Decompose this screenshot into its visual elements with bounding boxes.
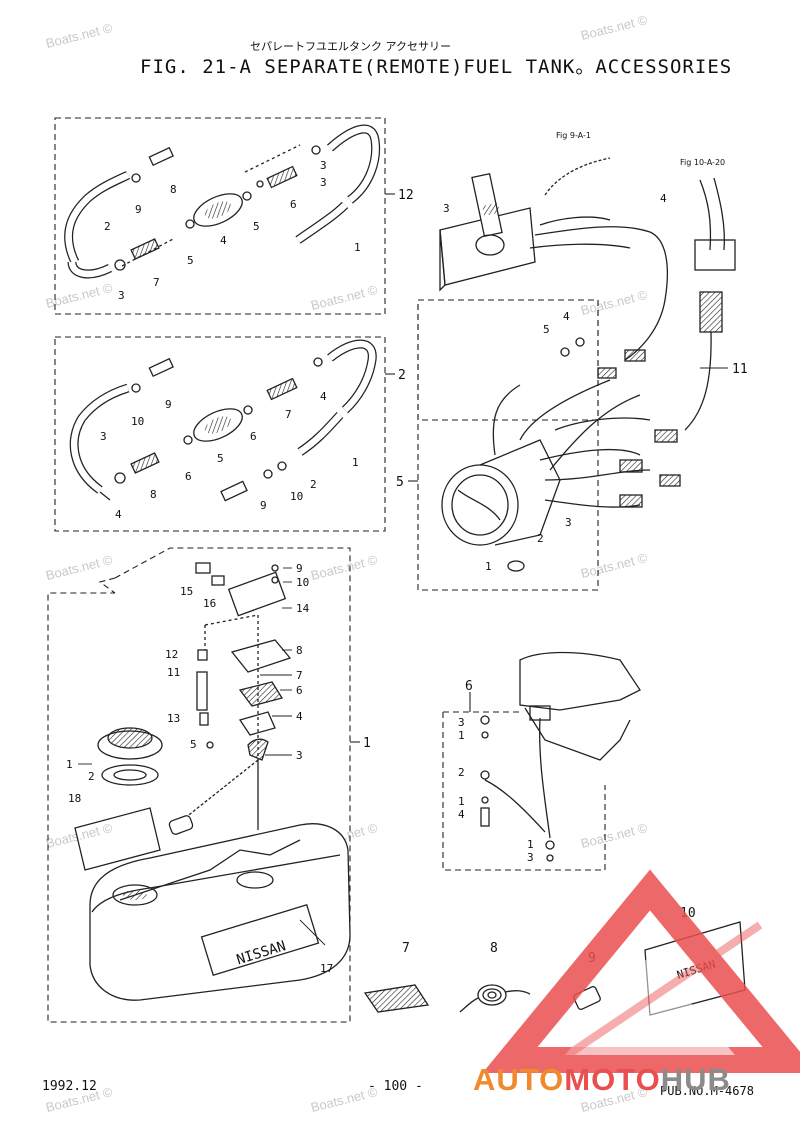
label: 17 <box>320 962 333 975</box>
automotohub-logo <box>482 869 800 1073</box>
group-label-12: 12 <box>398 188 414 203</box>
label: 9 <box>135 203 142 216</box>
label: 3 <box>443 202 450 215</box>
group-box-5 <box>417 299 599 591</box>
label: 1 <box>485 560 492 573</box>
label: 4 <box>320 390 327 403</box>
fig-9-reference: Fig 9-A-1 <box>556 131 591 140</box>
label: 1 <box>352 456 359 469</box>
label: 5 <box>543 323 550 336</box>
label: 3 <box>118 289 125 302</box>
label: 1 <box>354 241 361 254</box>
footer-page-number: - 100 - <box>368 1079 423 1094</box>
label: 3 <box>527 851 534 864</box>
label: 7 <box>153 276 160 289</box>
label: 5 <box>217 452 224 465</box>
group-box-2 <box>54 336 386 532</box>
label: 5 <box>253 220 260 233</box>
label: 4 <box>458 808 465 821</box>
group-box-1 <box>47 547 351 1023</box>
group-label-5: 5 <box>396 475 404 490</box>
group-box-12 <box>54 117 386 315</box>
label: 8 <box>296 644 303 657</box>
label: 12 <box>165 648 178 661</box>
label: 2 <box>310 478 317 491</box>
brand-auto: AUTO <box>473 1062 565 1097</box>
label: 15 <box>180 585 193 598</box>
label: 3 <box>565 516 572 529</box>
group-label-1: 1 <box>363 736 371 751</box>
label: 5 <box>187 254 194 267</box>
label: 2 <box>88 770 95 783</box>
fuel-line-assembly-2 <box>69 339 377 502</box>
label: 3 <box>296 749 303 762</box>
group-label-8: 8 <box>490 941 498 956</box>
label: 18 <box>68 792 81 805</box>
label: 6 <box>296 684 303 697</box>
label: 11 <box>167 666 180 679</box>
label: 10 <box>131 415 144 428</box>
label: 13 <box>167 712 180 725</box>
label: 3 <box>100 430 107 443</box>
japanese-title: セパレートフユエルタンク アクセサリー <box>250 40 451 53</box>
fuel-line-assembly-12 <box>64 124 381 279</box>
label: 10 <box>296 576 309 589</box>
remote-control-box <box>439 157 736 431</box>
label: 9 <box>296 562 303 575</box>
label: 7 <box>285 408 292 421</box>
label: 8 <box>170 183 177 196</box>
label: 1 <box>458 729 465 742</box>
label: 7 <box>296 669 303 682</box>
label: 3 <box>458 716 465 729</box>
label: 4 <box>563 310 570 323</box>
label: 2 <box>104 220 111 233</box>
brand-wordmark: AUTOMOTOHUB <box>473 1062 731 1098</box>
brand-hub: HUB <box>660 1062 731 1097</box>
label: 2 <box>537 532 544 545</box>
fig-10-reference: Fig 10-A-20 <box>680 158 726 167</box>
label: 6 <box>185 470 192 483</box>
label: 14 <box>296 602 310 615</box>
label: 4 <box>220 234 227 247</box>
label: 3 <box>320 176 327 189</box>
label: 9 <box>260 499 267 512</box>
label: 3 <box>320 159 327 172</box>
label: 4 <box>296 710 303 723</box>
brand-moto: MOTO <box>564 1062 661 1097</box>
group-labels: 12 2 1 5 6 11 7 8 9 10 <box>363 188 748 966</box>
footer-publication-number: PUB.NO.M-4678 <box>660 1084 754 1098</box>
label: 4 <box>660 192 667 205</box>
label: 1 <box>527 838 534 851</box>
label: 6 <box>250 430 257 443</box>
group-label-7: 7 <box>402 941 410 956</box>
figure-title: FIG. 21-A SEPARATE(REMOTE)FUEL TANK。ACCE… <box>140 56 733 78</box>
footer-date: 1992.12 <box>42 1079 97 1094</box>
label: 16 <box>203 597 216 610</box>
meter-assembly <box>441 337 681 572</box>
fuel-tank: NISSAN <box>74 562 351 1001</box>
label: 5 <box>190 738 197 751</box>
label: 1 <box>66 758 73 771</box>
label: 9 <box>165 398 172 411</box>
label: 6 <box>290 198 297 211</box>
group-box-6 <box>442 712 606 871</box>
label: 2 <box>458 766 465 779</box>
group-label-11: 11 <box>732 362 748 377</box>
label: 1 <box>458 795 465 808</box>
group-label-6: 6 <box>465 679 473 694</box>
label: 10 <box>290 490 303 503</box>
label: 8 <box>150 488 157 501</box>
bracket-assembly <box>480 651 641 862</box>
label: 4 <box>115 508 122 521</box>
group-label-2: 2 <box>398 368 406 383</box>
part-labels: 2 9 8 3 6 3 4 5 5 7 3 1 10 9 3 4 7 6 5 6… <box>66 159 667 975</box>
